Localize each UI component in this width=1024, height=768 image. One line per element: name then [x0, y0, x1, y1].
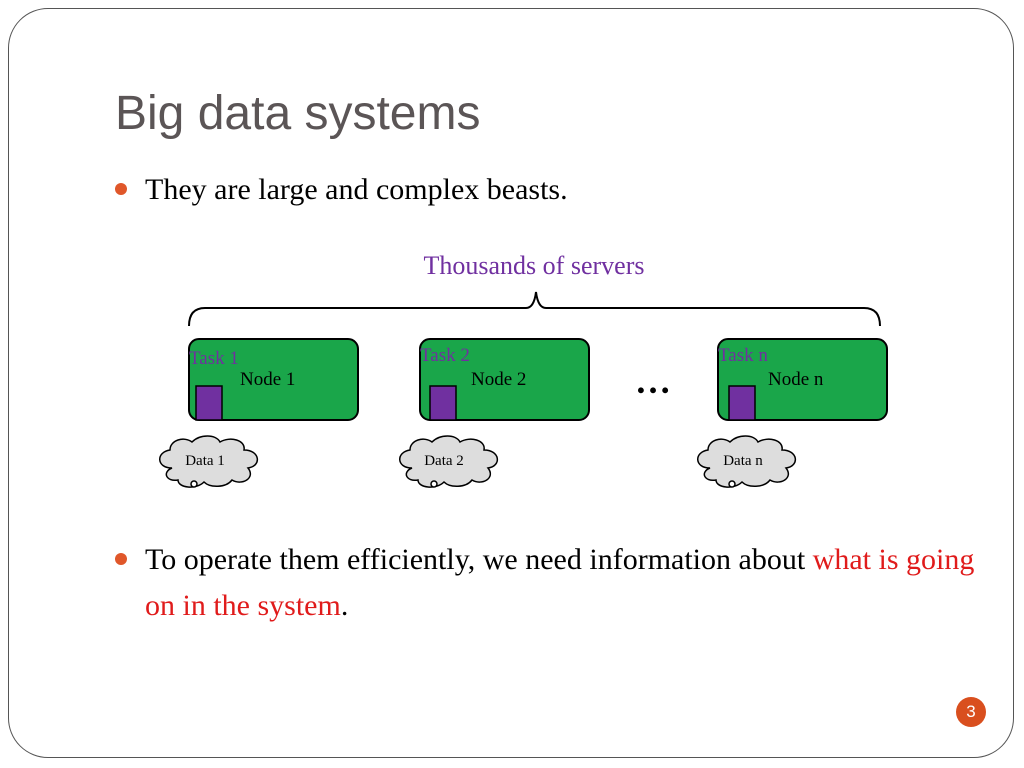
- bullet-1: They are large and complex beasts.: [115, 167, 568, 213]
- data-2-cloud-icon: [398, 435, 499, 488]
- task-2-box: [429, 385, 457, 421]
- node-n: Task n Node n: [717, 338, 888, 421]
- task-n-label: Task n: [718, 345, 768, 366]
- data-n-label: Data n: [723, 453, 763, 469]
- page-number-badge: 3: [956, 697, 986, 727]
- task-n-box: [728, 385, 756, 421]
- task-1-label: Task 1: [189, 348, 239, 369]
- data-1-cloud-icon: [158, 435, 259, 488]
- bullet-2-highlight: what is going on in the system: [145, 543, 975, 622]
- slide-title: Big data systems: [115, 87, 481, 140]
- node-2: Task 2 Node 2: [419, 338, 590, 421]
- bullet-2-text: To operate them efficiently, we need inf…: [145, 543, 813, 576]
- bullet-1-text: They are large and complex beasts.: [145, 173, 568, 206]
- bullet-dot-icon: [115, 183, 127, 195]
- ellipsis: …: [635, 361, 671, 401]
- node-1-label: Node 1: [240, 369, 295, 390]
- bullet-2: To operate them efficiently, we need inf…: [115, 537, 975, 629]
- node-n-label: Node n: [768, 369, 824, 390]
- task-1-box: [195, 385, 223, 421]
- bullet-dot-icon: [115, 553, 127, 565]
- task-2-label: Task 2: [420, 345, 470, 366]
- data-1-label: Data 1: [185, 453, 225, 469]
- data-2-label: Data 2: [424, 453, 464, 469]
- node-1: Task 1 Node 1: [188, 338, 359, 421]
- brace: [188, 291, 881, 327]
- node-2-label: Node 2: [471, 369, 526, 390]
- brace-label: Thousands of servers: [424, 251, 645, 280]
- bullet-2-period: .: [340, 589, 349, 622]
- data-n-cloud-icon: [696, 435, 797, 488]
